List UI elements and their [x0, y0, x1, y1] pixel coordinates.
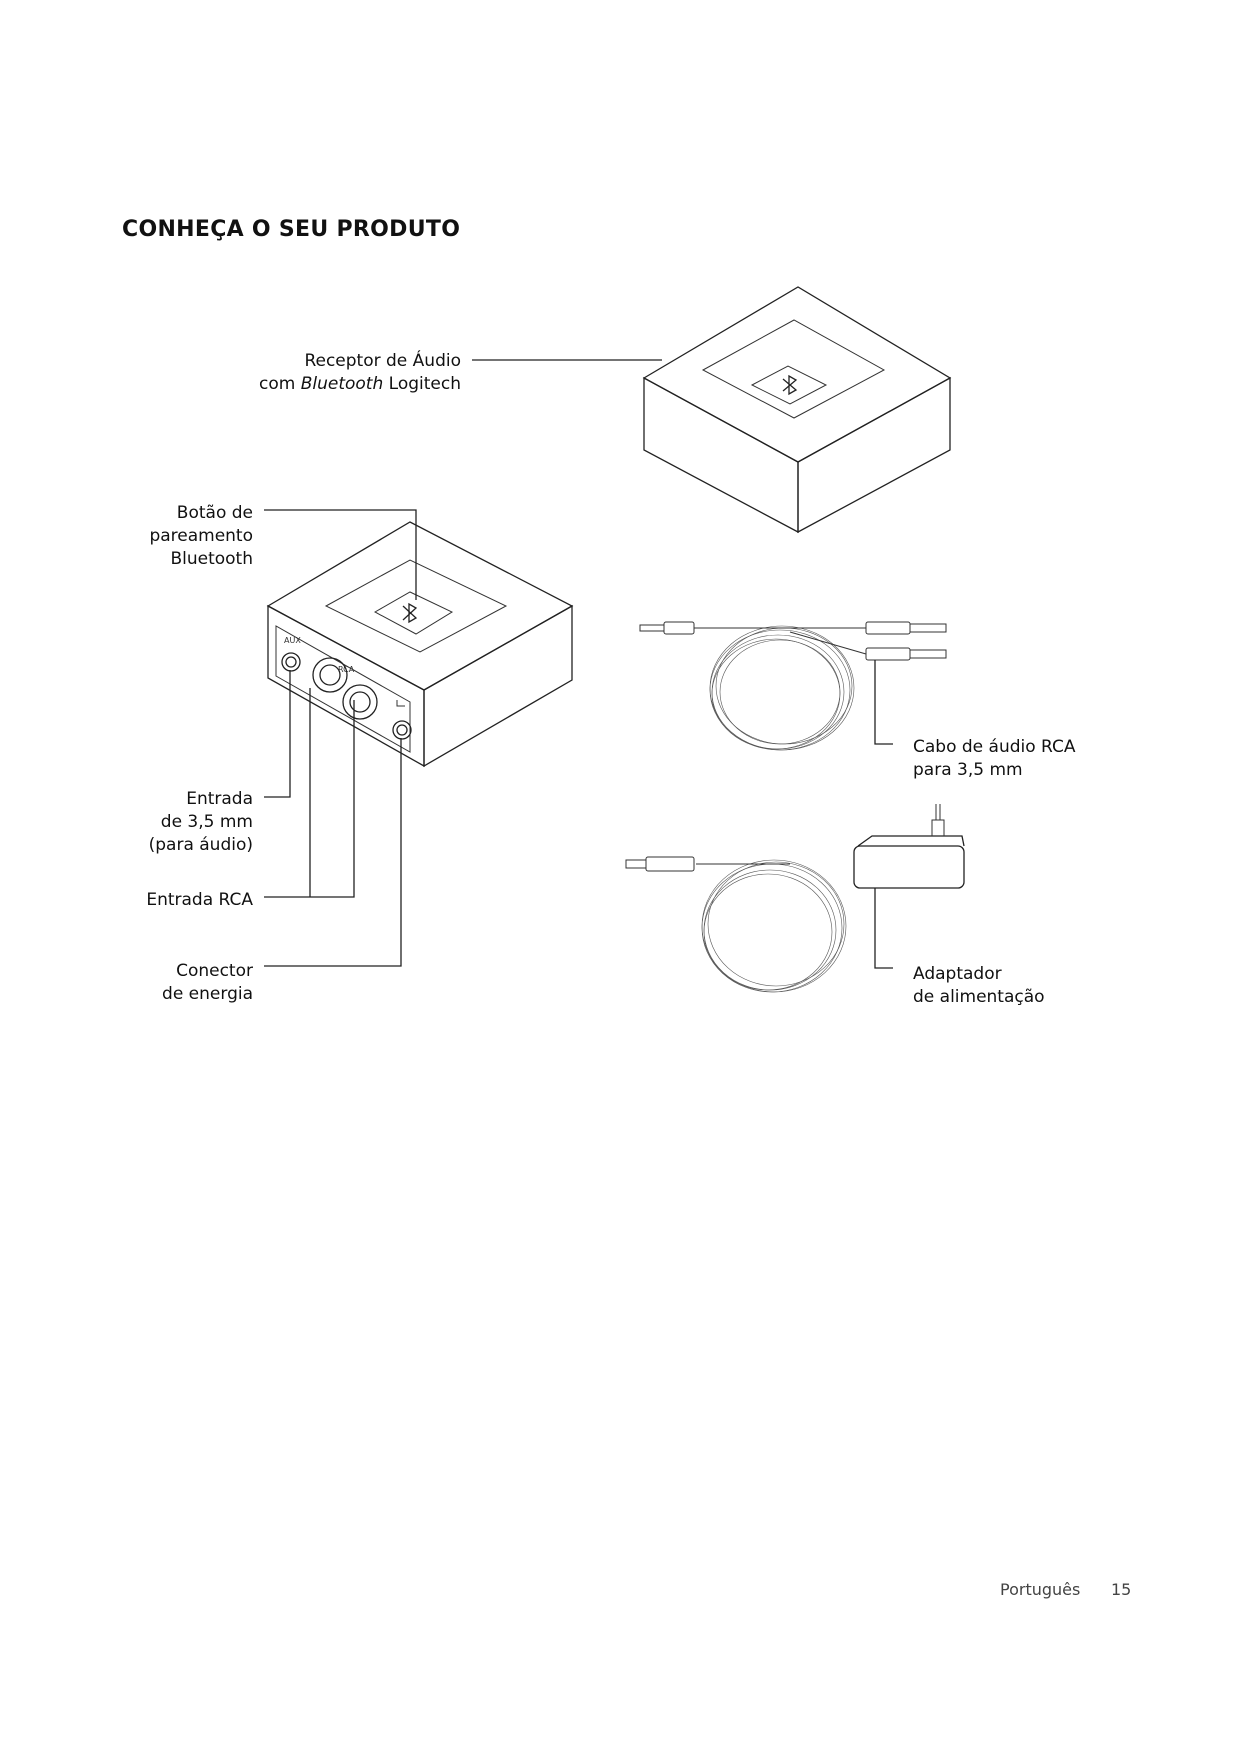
- label-input35-line1: Entrada: [186, 789, 253, 809]
- callout-pairing-button: [264, 509, 417, 600]
- label-rca-cable: Cabo de áudio RCA para 3,5 mm: [913, 736, 1076, 782]
- page-title: CONHEÇA O SEU PRODUTO: [122, 217, 461, 242]
- callout-rca-input: [264, 700, 355, 898]
- label-rca-input: Entrada RCA: [146, 889, 253, 912]
- receiver-illustration: [642, 286, 952, 534]
- footer-language: Português: [1000, 1580, 1081, 1599]
- label-rca-cable-line2: para 3,5 mm: [913, 760, 1023, 780]
- label-power-connector-line1: Conector: [176, 961, 253, 981]
- label-pairing-button: Botão de pareamento Bluetooth: [149, 502, 253, 571]
- label-rca-input-line1: Entrada RCA: [146, 890, 253, 910]
- label-input35-line2: de 3,5 mm: [160, 812, 253, 832]
- label-receiver-line2-post: Logitech: [383, 374, 461, 394]
- label-receiver-line2: com Bluetooth Logitech: [259, 373, 461, 396]
- rca-cable-illustration: [639, 621, 947, 751]
- callout-rca-cable: [874, 660, 893, 745]
- label-rca-cable-line1: Cabo de áudio RCA: [913, 737, 1076, 757]
- label-receiver-line1: Receptor de Áudio: [304, 351, 461, 371]
- callout-power-connector: [264, 738, 402, 967]
- label-power-connector-line2: de energia: [162, 984, 253, 1004]
- label-receiver-line2-em: Bluetooth: [300, 374, 384, 394]
- label-input-35: Entrada de 3,5 mm (para áudio): [149, 788, 253, 857]
- power-adapter-illustration: [625, 804, 965, 993]
- label-input35-line3: (para áudio): [148, 835, 253, 855]
- label-power-adapter-line1: Adaptador: [913, 964, 1002, 984]
- callout-input-35: [264, 670, 291, 798]
- callout-power-adapter: [874, 888, 893, 969]
- label-power-adapter-line2: de alimentação: [913, 987, 1045, 1007]
- label-pairing-line1: Botão de: [176, 503, 253, 523]
- label-power-adapter: Adaptador de alimentação: [913, 963, 1045, 1009]
- device-illustration: AUX RCA: [266, 521, 574, 768]
- bluetooth-icon: [782, 374, 798, 396]
- aux-port-text: AUX: [284, 636, 301, 645]
- footer-page-number: 15: [1111, 1580, 1132, 1599]
- power-plug-icon: [396, 700, 405, 707]
- label-receiver-line2-pre: com: [259, 374, 301, 394]
- label-receiver: Receptor de Áudio com Bluetooth Logitech: [259, 350, 461, 396]
- label-pairing-line3: Bluetooth: [170, 549, 253, 569]
- label-pairing-line2: pareamento: [149, 526, 253, 546]
- label-power-connector: Conector de energia: [162, 960, 253, 1006]
